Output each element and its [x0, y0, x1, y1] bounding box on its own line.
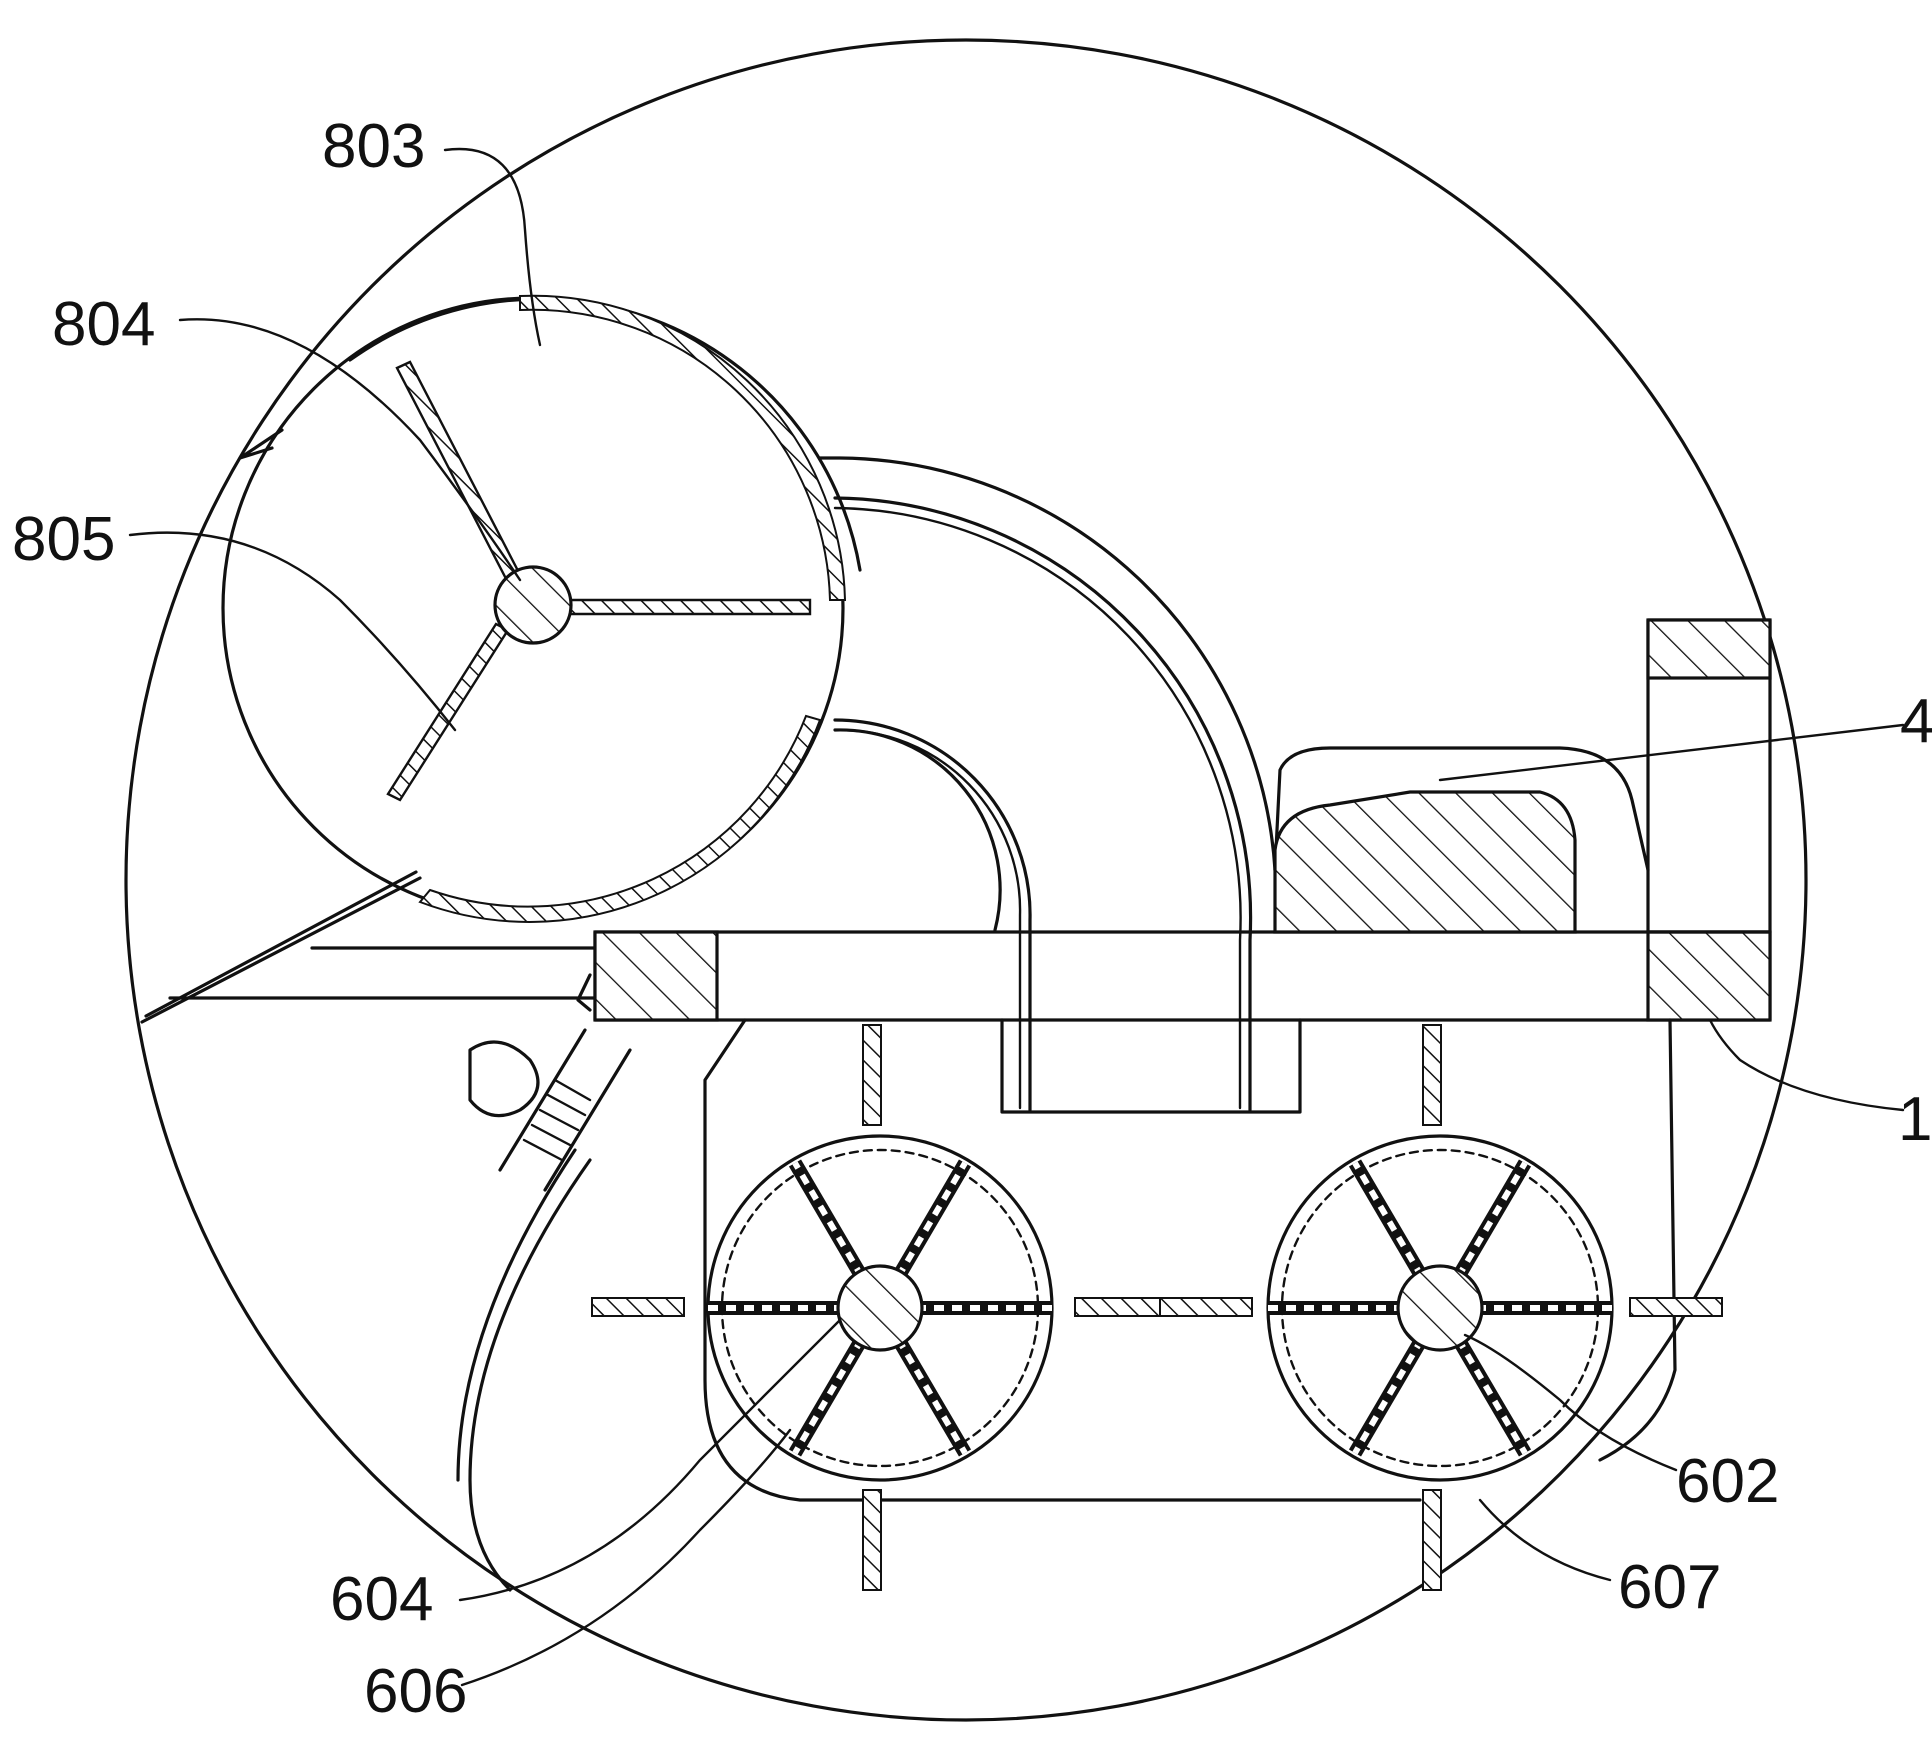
- label-805: 805: [12, 505, 115, 574]
- leader-lines: [128, 147, 1905, 1687]
- label-602: 602: [1676, 1447, 1779, 1516]
- label-604: 604: [330, 1565, 433, 1634]
- label-607: 607: [1618, 1553, 1721, 1622]
- label-804: 804: [52, 290, 155, 359]
- bent-pipe: [818, 456, 1302, 1114]
- crusher-blades: [386, 360, 812, 802]
- roller-left: [591, 1024, 1168, 1591]
- roller-right: [1159, 1024, 1723, 1591]
- label-1: 1: [1898, 1085, 1932, 1154]
- label-606: 606: [364, 1657, 467, 1726]
- frame-plate: [593, 618, 1772, 1022]
- label-4: 4: [1900, 687, 1932, 756]
- part-labels: 803 804 805 4 1 602 604 606 607: [12, 112, 1932, 1726]
- chute: [140, 870, 597, 1024]
- counterweight-block: [1273, 746, 1650, 934]
- roller-housing: [703, 1018, 1677, 1502]
- detail-view-circle: [124, 38, 1808, 1722]
- motor-assembly: [456, 973, 632, 1592]
- label-803: 803: [322, 112, 425, 181]
- crusher-shaft: [493, 565, 573, 645]
